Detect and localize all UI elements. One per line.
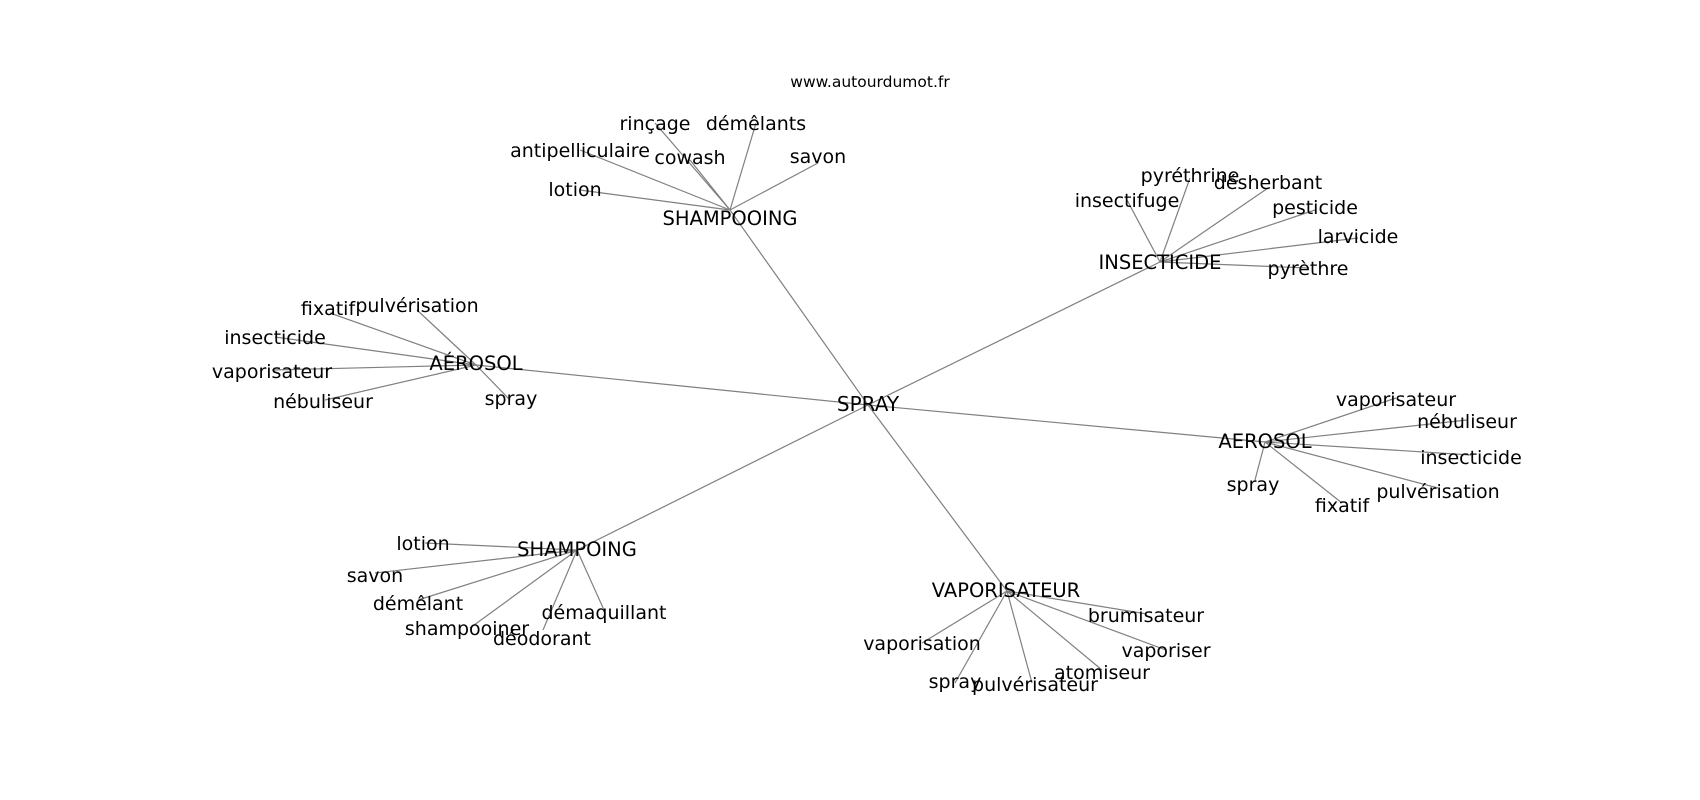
leaf-node-label[interactable]: spray — [1227, 474, 1280, 496]
leaf-node-label[interactable]: insecticide — [1420, 447, 1522, 469]
edge-hub-leaf — [1264, 397, 1397, 443]
graph-edges — [271, 122, 1472, 684]
edge-hub-leaf — [1006, 590, 1148, 615]
edge-hub-leaf — [374, 549, 578, 574]
leaf-node-label[interactable]: fixatif — [1315, 495, 1371, 517]
leaf-node-label[interactable]: nébuliseur — [1417, 411, 1517, 433]
leaf-node-label[interactable]: pulvérisation — [355, 295, 478, 317]
leaf-node-label[interactable]: cowash — [654, 147, 725, 169]
edge-root-hub — [576, 404, 869, 551]
edge-root-hub — [867, 261, 1161, 406]
hub-node-label[interactable]: SHAMPOING — [517, 538, 637, 561]
leaf-node-label[interactable]: larvicide — [1318, 226, 1399, 248]
edge-hub-leaf — [1159, 187, 1269, 263]
site-watermark: www.autourdumot.fr — [790, 73, 950, 91]
leaf-node-label[interactable]: lotion — [396, 533, 449, 555]
leaf-node-label[interactable]: pulvérisateur — [972, 674, 1098, 696]
leaf-node-label[interactable]: vaporisation — [863, 633, 981, 655]
edge-hub-leaf — [689, 159, 731, 211]
edge-hub-leaf — [654, 122, 731, 211]
hub-node-label[interactable]: INSECTICIDE — [1098, 251, 1221, 274]
leaf-node-label[interactable]: spray — [485, 388, 538, 410]
leaf-node-label[interactable]: pyréthrine — [1141, 165, 1240, 187]
edge-hub-leaf — [1006, 590, 1167, 651]
edge-hub-leaf — [729, 162, 819, 211]
leaf-node-label[interactable]: pesticide — [1272, 197, 1358, 219]
leaf-node-label[interactable]: insecticide — [224, 327, 326, 349]
hub-node-label[interactable]: AEROSOL — [1218, 430, 1311, 453]
edge-hub-leaf — [417, 549, 578, 601]
edge-hub-leaf — [1159, 209, 1316, 263]
hub-node-label[interactable]: VAPORISATEUR — [932, 579, 1080, 602]
leaf-node-label[interactable]: lotion — [548, 179, 601, 201]
edge-hub-leaf — [329, 312, 477, 366]
edge-hub-leaf — [475, 364, 511, 401]
hub-node-label[interactable]: SHAMPOOING — [662, 207, 797, 230]
graph-labels: SPRAY SHAMPOOING rinçage démêlants antipelli… — [212, 113, 1522, 696]
leaf-node-label[interactable]: shampooiner — [405, 618, 529, 640]
edge-hub-leaf — [274, 336, 477, 366]
leaf-node-label[interactable]: savon — [790, 146, 846, 168]
edge-hub-leaf — [469, 549, 578, 629]
leaf-node-label[interactable]: pyrèthre — [1268, 258, 1349, 280]
leaf-node-label[interactable]: pulvérisation — [1376, 481, 1499, 503]
leaf-node-label[interactable]: brumisateur — [1088, 605, 1204, 627]
edge-hub-leaf — [1264, 441, 1439, 489]
edge-hub-leaf — [424, 542, 578, 551]
edge-hub-leaf — [1159, 261, 1309, 269]
edge-root-hub — [867, 404, 1008, 592]
root-node-label[interactable]: SPRAY — [837, 392, 900, 416]
edge-hub-leaf — [1126, 199, 1161, 263]
leaf-node-label[interactable]: vaporisateur — [1336, 389, 1456, 411]
leaf-node-label[interactable]: déodorant — [493, 628, 591, 650]
leaf-node-label[interactable]: savon — [347, 565, 403, 587]
edge-hub-leaf — [1264, 441, 1472, 456]
edge-hub-leaf — [271, 364, 477, 371]
leaf-node-label[interactable]: désherbant — [1214, 172, 1322, 194]
leaf-node-label[interactable]: fixatif — [301, 298, 357, 320]
leaf-node-label[interactable]: insectifuge — [1075, 190, 1180, 212]
edge-hub-leaf — [1264, 441, 1343, 504]
edge-hub-leaf — [542, 549, 578, 631]
edge-hub-leaf — [729, 122, 757, 211]
edge-root-hub — [475, 364, 869, 406]
leaf-node-label[interactable]: démaquillant — [542, 602, 667, 624]
edge-hub-leaf — [921, 590, 1008, 644]
edge-hub-leaf — [1159, 237, 1359, 263]
edge-root-hub — [729, 209, 869, 406]
edge-hub-leaf — [416, 309, 477, 366]
leaf-node-label[interactable]: démêlants — [706, 113, 806, 135]
edge-hub-leaf — [576, 549, 605, 611]
edge-hub-leaf — [954, 590, 1008, 684]
leaf-node-label[interactable]: antipelliculaire — [510, 140, 650, 162]
edge-hub-leaf — [324, 364, 477, 401]
edge-hub-leaf — [1254, 441, 1266, 481]
leaf-node-label[interactable]: atomiseur — [1054, 662, 1150, 684]
leaf-node-label[interactable]: nébuliseur — [273, 391, 373, 413]
leaf-node-label[interactable]: vaporisateur — [212, 361, 332, 383]
edge-hub-leaf — [1006, 590, 1033, 684]
edge-hub-leaf — [579, 149, 731, 211]
edge-hub-leaf — [1006, 590, 1103, 671]
edge-hub-leaf — [1264, 419, 1468, 443]
edge-hub-leaf — [1159, 177, 1191, 263]
leaf-node-label[interactable]: démêlant — [373, 593, 463, 615]
leaf-node-label[interactable]: spray — [929, 671, 982, 693]
leaf-node-label[interactable]: vaporiser — [1121, 640, 1210, 662]
hub-node-label[interactable]: AÉROSOL — [429, 352, 522, 375]
edge-hub-leaf — [579, 189, 731, 211]
edge-root-hub — [867, 404, 1266, 443]
leaf-node-label[interactable]: rinçage — [620, 113, 691, 135]
